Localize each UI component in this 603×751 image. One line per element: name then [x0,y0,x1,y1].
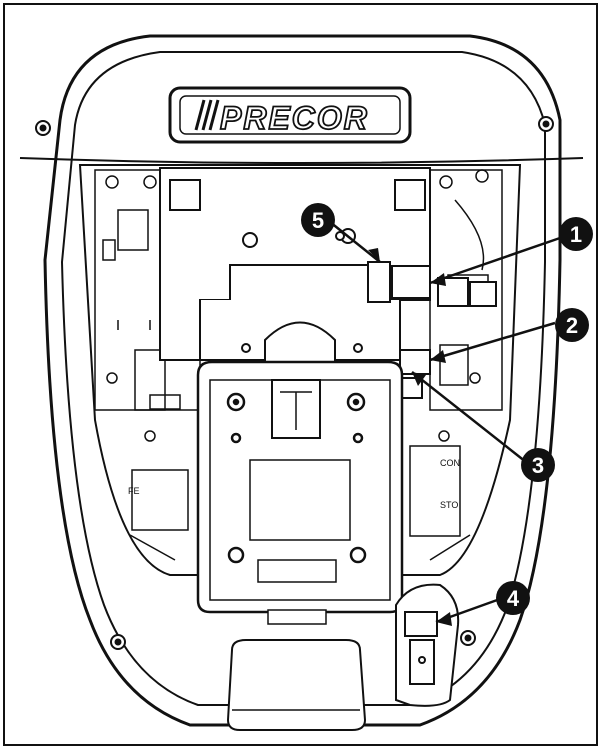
central-bracket [159,167,431,371]
figure-border [3,3,598,746]
callout-2-label: 2 [566,313,578,338]
label-fe: FE [128,486,140,496]
callout-1: 1 [559,217,593,251]
callout-5: 5 [301,203,335,237]
callout-4: 4 [496,581,530,615]
label-con: CON [440,458,460,468]
callout-1-label: 1 [570,222,582,247]
callout-leaders [329,221,561,624]
access-door [395,583,460,707]
callout-arrowheads [368,248,452,626]
top-band-line [19,157,584,164]
callout-2: 2 [555,308,589,342]
callout-4-label: 4 [507,586,520,611]
callout-3-label: 3 [532,453,544,478]
logo-stripes [194,99,220,131]
logo-plate-inner [179,95,401,135]
shell-screws [35,116,554,650]
connector-group-right [335,231,497,399]
callout-5-label: 5 [312,208,324,233]
callout-3: 3 [521,448,555,482]
mounting-plate [196,360,404,625]
label-sto: STO [440,500,458,510]
lower-board-outlines [129,445,471,561]
bottom-pod [226,639,367,731]
brand-logo-text: PRECOR [220,100,369,136]
